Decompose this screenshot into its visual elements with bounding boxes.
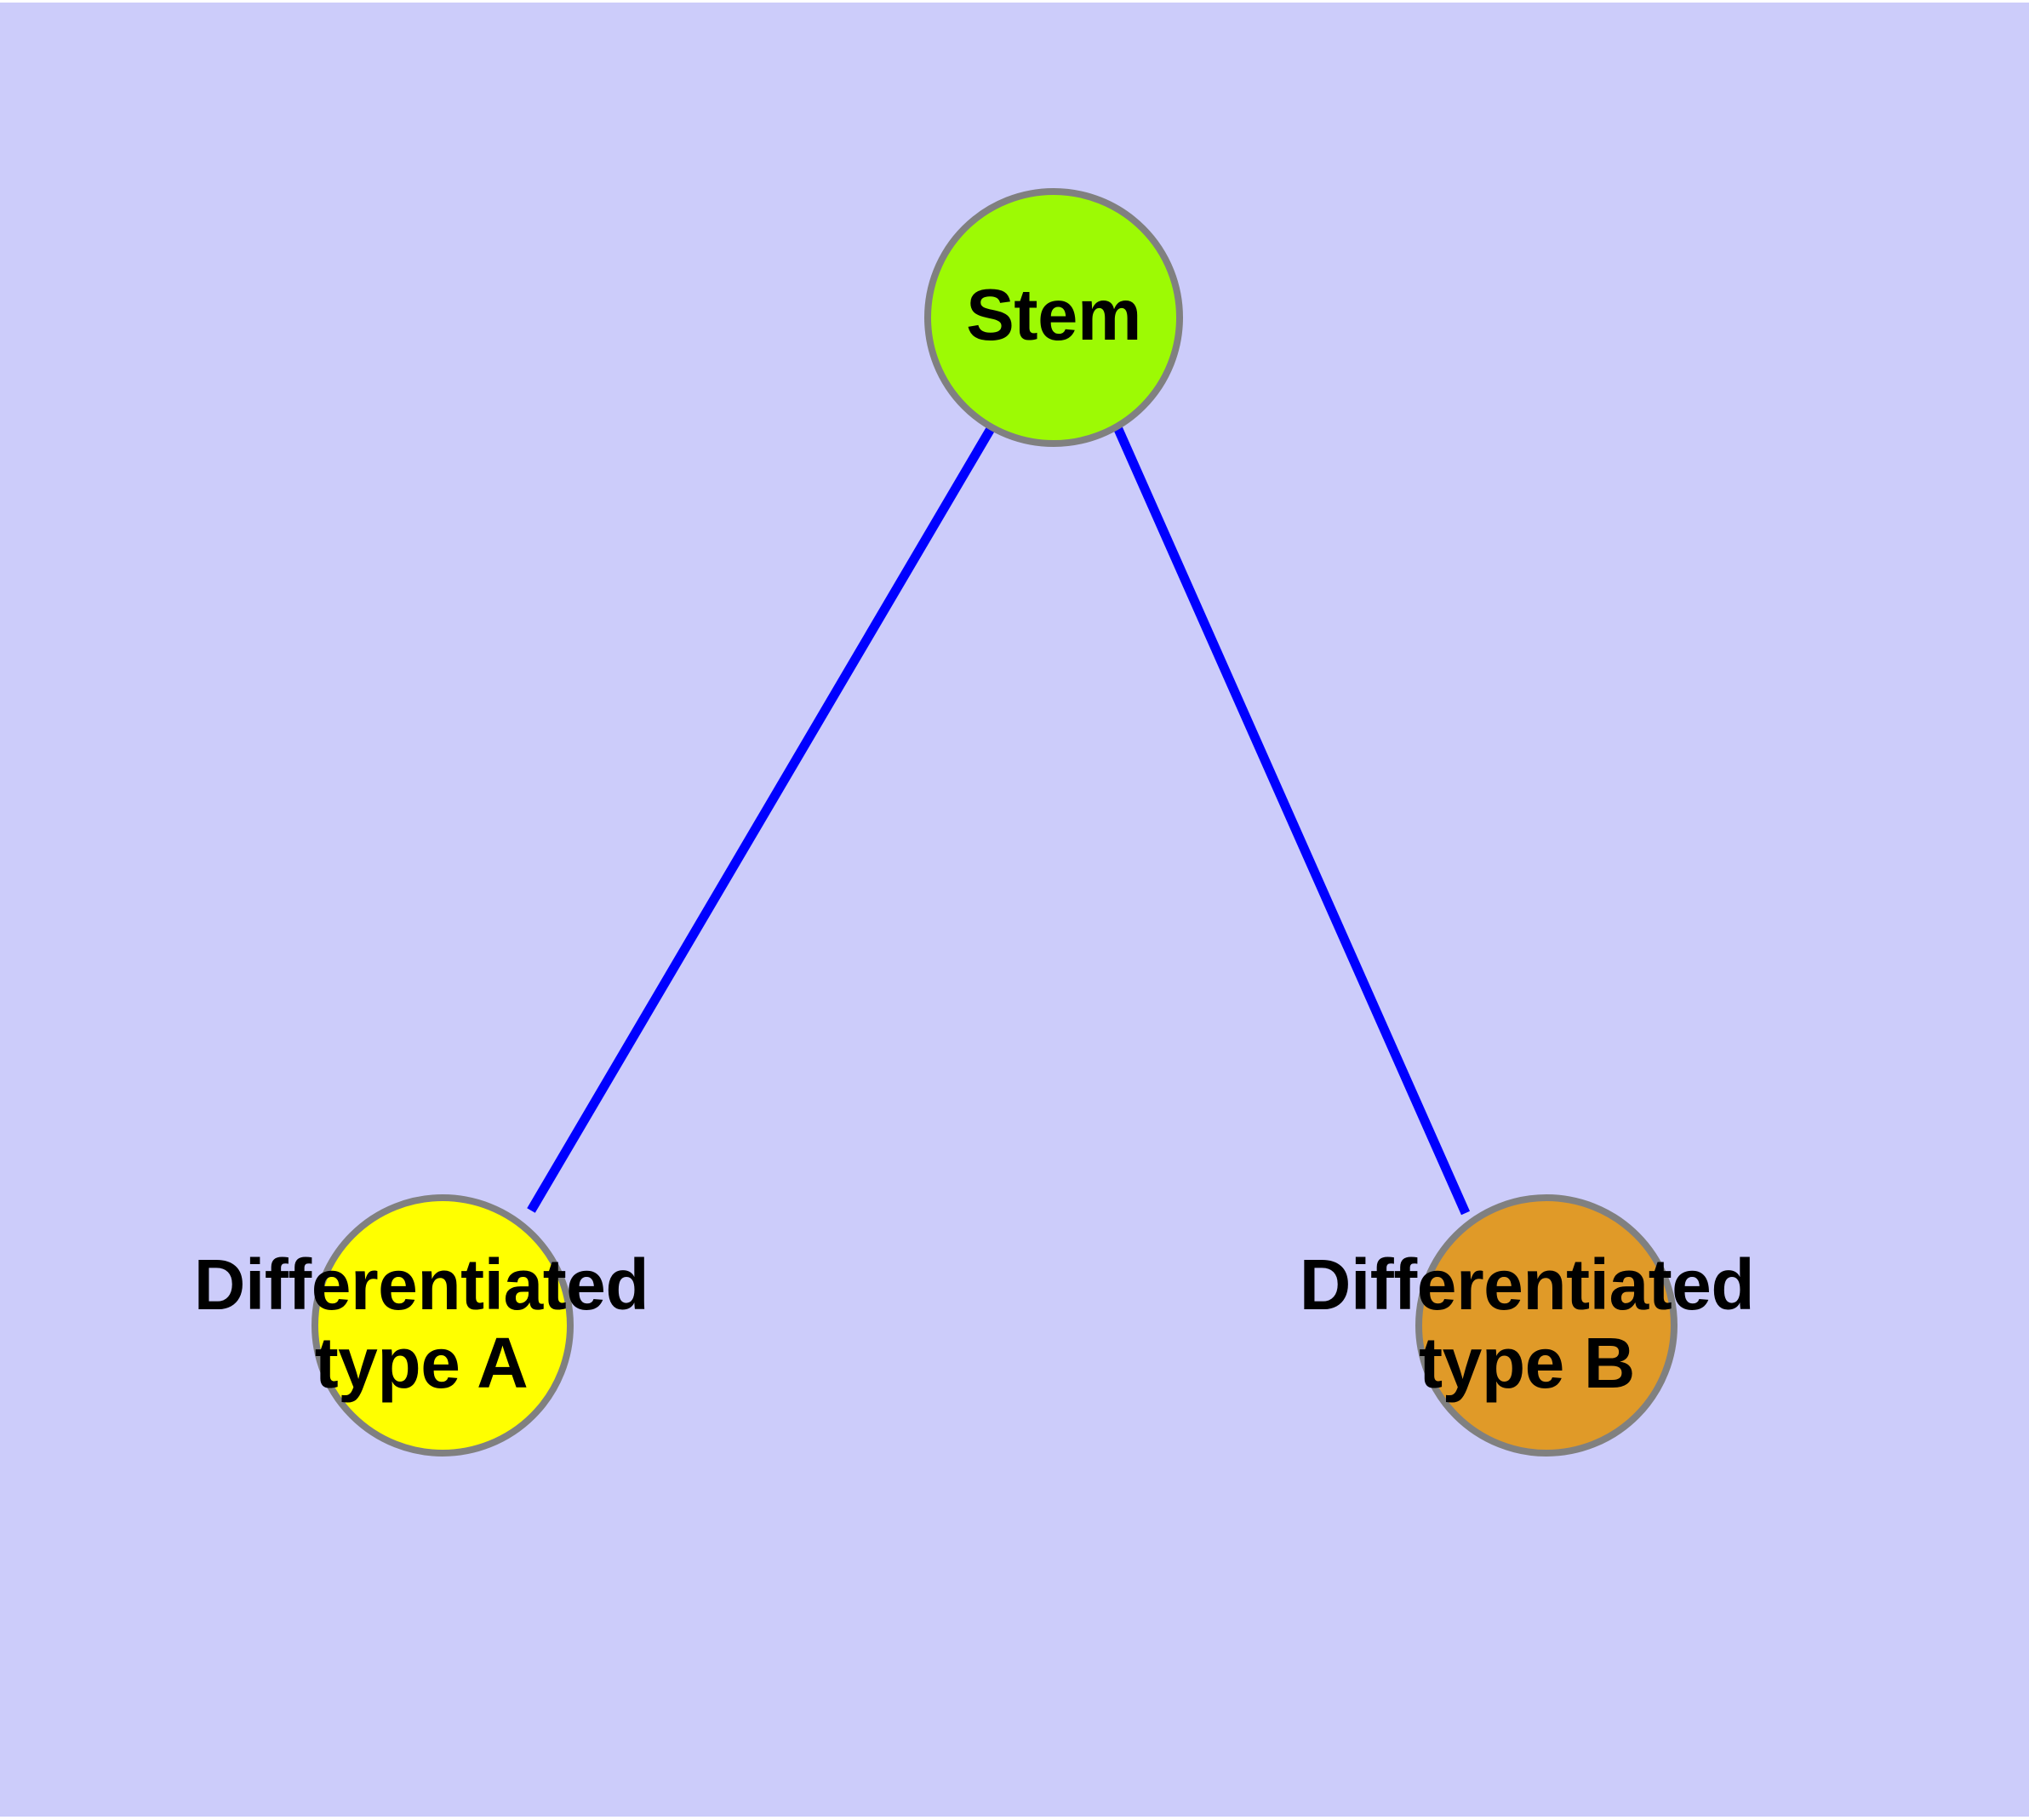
edge-layer [527,425,1471,1216]
edge-stem-to-diff-a [527,425,996,1213]
node-stem-circle[interactable] [924,188,1183,447]
edge-stem-to-diff-b [1112,425,1471,1216]
node-diff-b-circle[interactable] [1415,1194,1677,1457]
node-layer [311,188,1677,1457]
node-diff-a-circle[interactable] [311,1194,574,1457]
